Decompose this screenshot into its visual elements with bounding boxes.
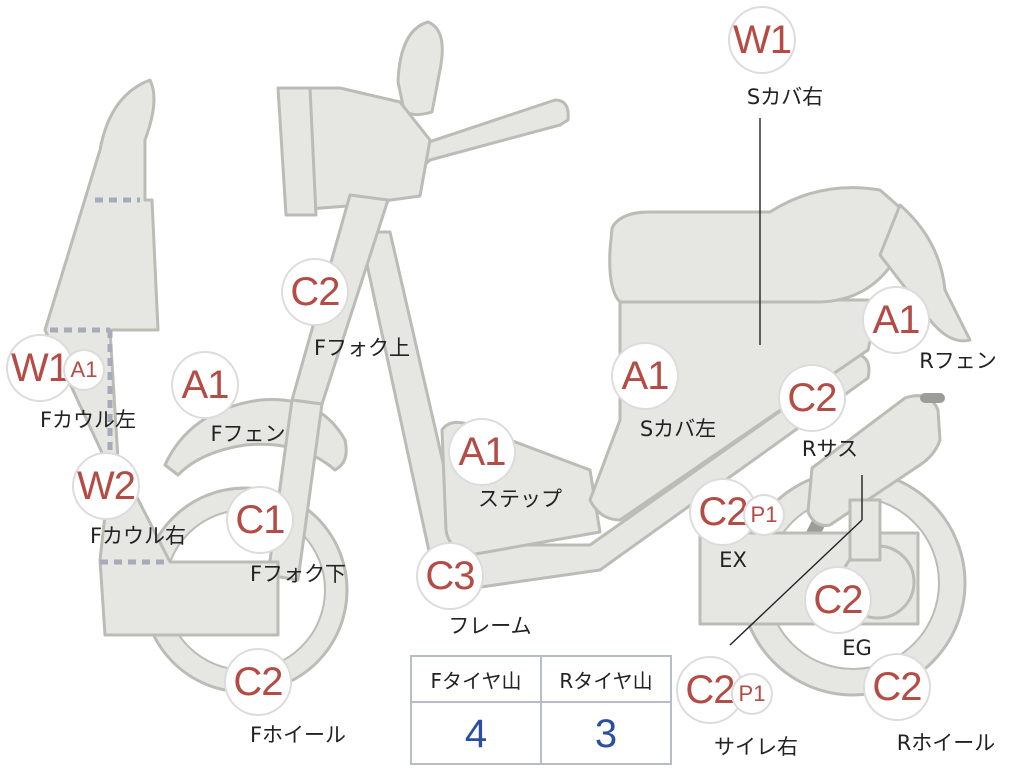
- part-code-marker: C1: [228, 488, 292, 552]
- part-label: Fホイール: [249, 723, 347, 747]
- part-code-marker: C2: [226, 650, 290, 714]
- part-label: Fカウル左: [39, 408, 137, 432]
- part-label: サイレ右: [714, 735, 798, 759]
- part-code-marker: W2: [74, 454, 138, 518]
- leader-line: [729, 519, 863, 646]
- mirror: [396, 20, 444, 117]
- part-code-marker: C3: [418, 544, 482, 608]
- part-subcode-marker: A1: [65, 351, 103, 389]
- part-label: Fフェン: [210, 422, 286, 446]
- part-label: Sカバ右: [746, 85, 824, 109]
- part-code-marker: C2: [283, 260, 347, 324]
- part-subcode-marker: P1: [745, 496, 783, 534]
- front-tire-value: 4: [464, 711, 488, 756]
- part-code-marker: W1: [730, 8, 794, 72]
- tire-tread-table: Fタイヤ山 Rタイヤ山 4 3: [410, 655, 672, 765]
- part-label: Sカバ左: [639, 417, 717, 441]
- front-cowl: [43, 78, 280, 637]
- part-code-marker: W1: [8, 336, 72, 400]
- seat: [608, 186, 907, 304]
- handlebar: [358, 98, 570, 207]
- part-code-marker: C2: [678, 658, 742, 722]
- rear-tire-header: Rタイヤ山: [540, 657, 670, 701]
- part-code-marker: A1: [173, 353, 237, 417]
- part-code-marker: C2: [691, 480, 755, 544]
- part-label: Fフォク上: [313, 336, 411, 360]
- part-code-marker: C2: [780, 366, 844, 430]
- part-label: フレーム: [448, 614, 532, 638]
- part-code-marker: C2: [865, 655, 929, 719]
- part-subcode-marker: P1: [733, 675, 771, 713]
- tire-table-value-row: 4 3: [412, 703, 670, 765]
- tire-table-header-row: Fタイヤ山 Rタイヤ山: [412, 657, 670, 703]
- rear-tire-value: 3: [540, 703, 670, 765]
- part-code-marker: A1: [613, 344, 677, 408]
- front-tire-header: Fタイヤ山: [430, 668, 522, 693]
- part-label: ステップ: [478, 487, 562, 511]
- part-label: Rフェン: [919, 349, 997, 373]
- part-code-marker: C2: [806, 568, 870, 632]
- part-label: Rサス: [801, 437, 859, 461]
- part-label: Rホイール: [896, 731, 996, 755]
- part-code-marker: A1: [864, 288, 928, 352]
- part-label: Fフォク下: [249, 562, 347, 586]
- part-label: Fカウル右: [89, 524, 187, 548]
- part-label: EG: [842, 636, 872, 660]
- rear-fender: [878, 203, 972, 343]
- part-code-marker: A1: [450, 420, 514, 484]
- part-label: EX: [719, 548, 747, 572]
